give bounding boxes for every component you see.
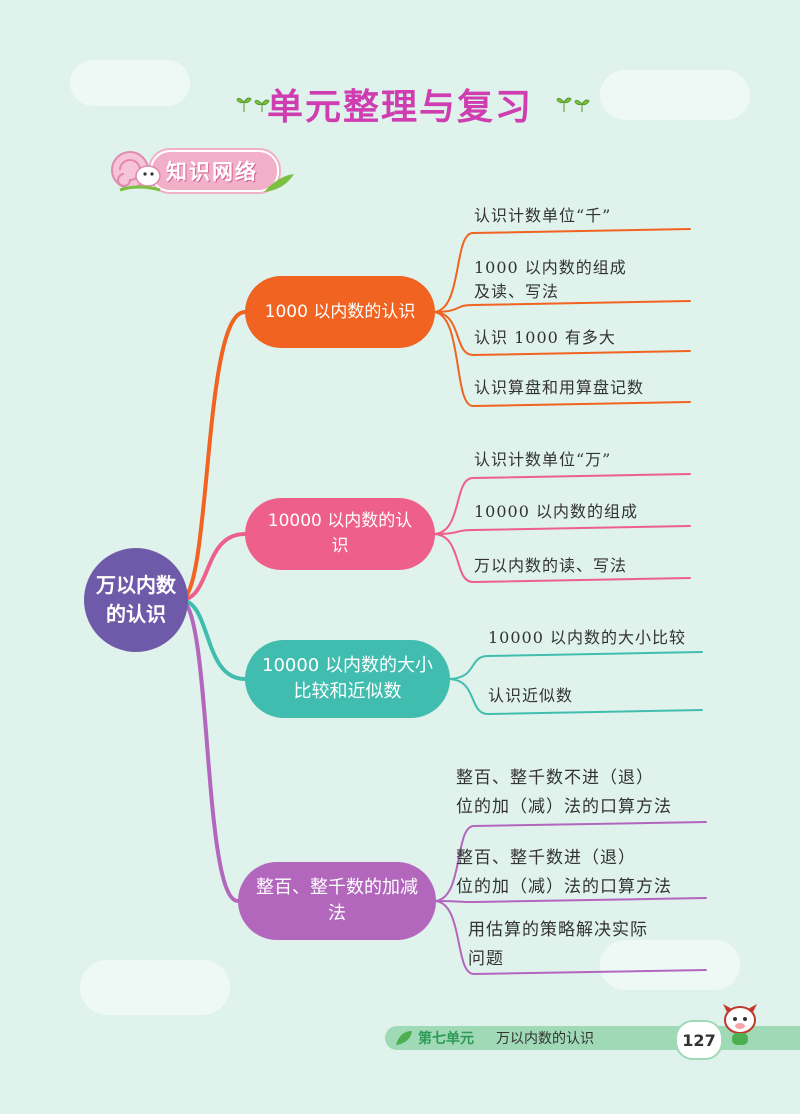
connector-root-branch xyxy=(178,310,247,602)
mascot-icon xyxy=(723,1004,757,1045)
mindmap-leaf: 认识近似数 xyxy=(488,686,574,705)
cloud-decoration xyxy=(600,70,750,120)
connector-root-branch xyxy=(178,598,240,903)
cloud-decoration xyxy=(600,940,740,990)
connector-branch-leaf xyxy=(432,533,691,584)
connector-branch-leaf xyxy=(447,651,703,680)
cloud-decoration xyxy=(70,60,190,106)
connector-branch-leaf xyxy=(447,678,703,716)
connector-root-branch xyxy=(178,598,247,681)
mindmap-leaf: 10000 以内数的大小比较 xyxy=(488,628,686,647)
mindmap-leaf: 整百、整千数进（退）位的加（减）法的口算方法 xyxy=(456,848,672,897)
mindmap-leaf: 整百、整千数不进（退）位的加（减）法的口算方法 xyxy=(456,768,672,817)
leaf-icon xyxy=(396,1031,412,1045)
connector-branch-leaf xyxy=(432,300,691,313)
connector-branch-leaf xyxy=(433,897,707,904)
sprout-icon xyxy=(556,97,590,112)
sprout-icon xyxy=(236,97,270,112)
mindmap-leaf: 认识计数单位“万” xyxy=(474,450,612,469)
section-badge: 知识网络 xyxy=(150,150,279,192)
leaf-icon xyxy=(264,174,294,192)
mindmap-leaf: 用估算的策略解决实际问题 xyxy=(468,920,648,969)
connector-branch-leaf xyxy=(433,821,707,902)
section-badge-label: 知识网络 xyxy=(166,160,258,184)
mindmap-leaf: 认识计数单位“千” xyxy=(474,206,612,225)
mindmap-leaf: 认识算盘和用算盘记数 xyxy=(474,378,645,397)
mindmap-leaf: 万以内数的读、写法 xyxy=(474,556,628,575)
mindmap-branch: 1000 以内数的认识 xyxy=(245,276,435,348)
page-title: 单元整理与复习 xyxy=(266,87,533,128)
connector-branch-leaf xyxy=(433,900,707,976)
connector-branch-leaf xyxy=(432,311,691,408)
connector-branch-leaf xyxy=(432,311,691,357)
mindmap-branch: 整百、整千数的加减法 xyxy=(238,862,436,940)
mindmap-root: 万以内数的认识 xyxy=(84,548,188,652)
connector-root-branch xyxy=(178,532,247,602)
connector-branch-leaf xyxy=(432,525,691,535)
mindmap-leaf: 1000 以内数的组成及读、写法 xyxy=(474,258,627,301)
cloud-decoration xyxy=(80,960,230,1015)
footer-unit: 第七单元 xyxy=(418,1031,474,1047)
mindmap-leaf: 10000 以内数的组成 xyxy=(474,502,638,521)
mindmap-leaf: 认识 1000 有多大 xyxy=(474,328,616,347)
page-number: 127 xyxy=(675,1020,723,1060)
connector-branch-leaf xyxy=(432,473,691,535)
snail-icon xyxy=(111,151,161,192)
footer-chapter: 万以内数的认识 xyxy=(496,1031,594,1047)
mindmap-branch: 10000 以内数的认识 xyxy=(245,498,435,570)
mindmap-branch: 10000 以内数的大小比较和近似数 xyxy=(245,640,450,718)
connector-branch-leaf xyxy=(432,228,691,313)
